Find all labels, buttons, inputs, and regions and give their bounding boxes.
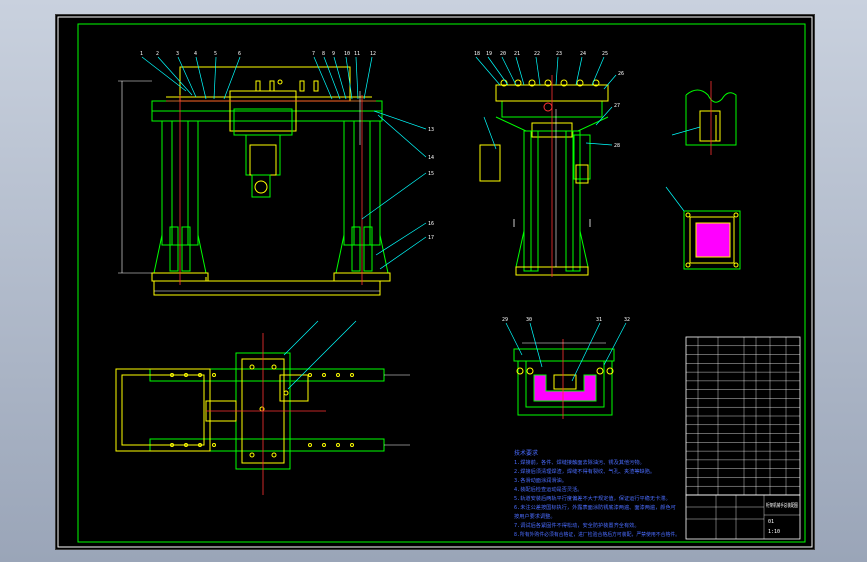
side-view bbox=[475, 56, 617, 277]
balloon-20: 20 bbox=[500, 51, 506, 57]
note-line-6: 6.未注公差按国标执行，外露表面涂防锈底漆两遍、面漆两遍，颜色可 bbox=[514, 503, 676, 511]
drawing-sheet: 1 2 3 4 5 6 7 8 9 10 11 12 13 14 15 16 1… bbox=[55, 14, 815, 550]
balloon-22: 22 bbox=[534, 51, 540, 57]
balloon-24: 24 bbox=[580, 51, 586, 57]
title-block-drawing-no: 01 bbox=[768, 519, 774, 525]
balloon-5: 5 bbox=[214, 51, 217, 57]
front-view bbox=[118, 56, 427, 296]
balloon-15: 15 bbox=[428, 171, 434, 177]
balloon-14: 14 bbox=[428, 155, 434, 161]
balloon-28: 28 bbox=[614, 143, 620, 149]
note-line-9: 8.所有外购件必须有合格证，进厂检验合格后方可装配，严禁使用不合格件。 bbox=[514, 530, 680, 538]
notes-heading: 技术要求 bbox=[514, 449, 538, 457]
note-line-8: 7.调试后各紧固件不得松动，安全防护装置齐全有效。 bbox=[514, 521, 640, 529]
balloon-2: 2 bbox=[156, 51, 159, 57]
top-view bbox=[115, 320, 410, 495]
balloon-23: 23 bbox=[556, 51, 562, 57]
balloon-18: 18 bbox=[474, 51, 480, 57]
note-line-3: 3.各滑动面涂润滑油。 bbox=[514, 476, 567, 484]
balloon-26: 26 bbox=[618, 71, 624, 77]
balloon-3: 3 bbox=[176, 51, 179, 57]
section-view bbox=[505, 322, 627, 419]
title-block-title: 桁架机械手总装配图 bbox=[766, 502, 798, 509]
balloon-9: 9 bbox=[332, 51, 335, 57]
balloon-19: 19 bbox=[486, 51, 492, 57]
balloon-25: 25 bbox=[602, 51, 608, 57]
balloon-21: 21 bbox=[514, 51, 520, 57]
note-line-1: 1.焊接前，各件、焊缝接触面去除油污、锈及其他污物。 bbox=[514, 458, 645, 466]
note-line-4: 4.装配后检查运动是否灵活。 bbox=[514, 485, 583, 493]
detail-a bbox=[671, 81, 737, 155]
title-block bbox=[685, 494, 801, 540]
note-line-2: 2.焊接后须清理焊渣，焊缝不得有裂纹、气孔、夹渣等缺陷。 bbox=[514, 467, 655, 475]
outer-frame bbox=[57, 16, 813, 548]
title-block-scale: 1:10 bbox=[768, 529, 780, 535]
balloon-30: 30 bbox=[526, 317, 532, 323]
balloon-8: 8 bbox=[322, 51, 325, 57]
balloon-4: 4 bbox=[194, 51, 197, 57]
balloon-10: 10 bbox=[344, 51, 350, 57]
balloon-17: 17 bbox=[428, 235, 434, 241]
detail-b bbox=[665, 186, 741, 270]
balloon-6: 6 bbox=[238, 51, 241, 57]
balloon-16: 16 bbox=[428, 221, 434, 227]
note-line-5: 5.轨道安装后两轨平行度偏差不大于规定值，保证运行平稳无卡滞。 bbox=[514, 494, 671, 502]
balloon-1: 1 bbox=[140, 51, 143, 57]
balloon-13: 13 bbox=[428, 127, 434, 133]
balloon-29: 29 bbox=[502, 317, 508, 323]
parts-list bbox=[685, 336, 801, 496]
note-line-7: 按用户要求调整。 bbox=[514, 512, 556, 520]
cad-drawing: 1 2 3 4 5 6 7 8 9 10 11 12 13 14 15 16 1… bbox=[57, 16, 813, 548]
balloon-11: 11 bbox=[354, 51, 360, 57]
balloon-27: 27 bbox=[614, 103, 620, 109]
balloon-7: 7 bbox=[312, 51, 315, 57]
balloon-32: 32 bbox=[624, 317, 630, 323]
inner-frame bbox=[77, 23, 806, 543]
balloon-12: 12 bbox=[370, 51, 376, 57]
balloon-31: 31 bbox=[596, 317, 602, 323]
